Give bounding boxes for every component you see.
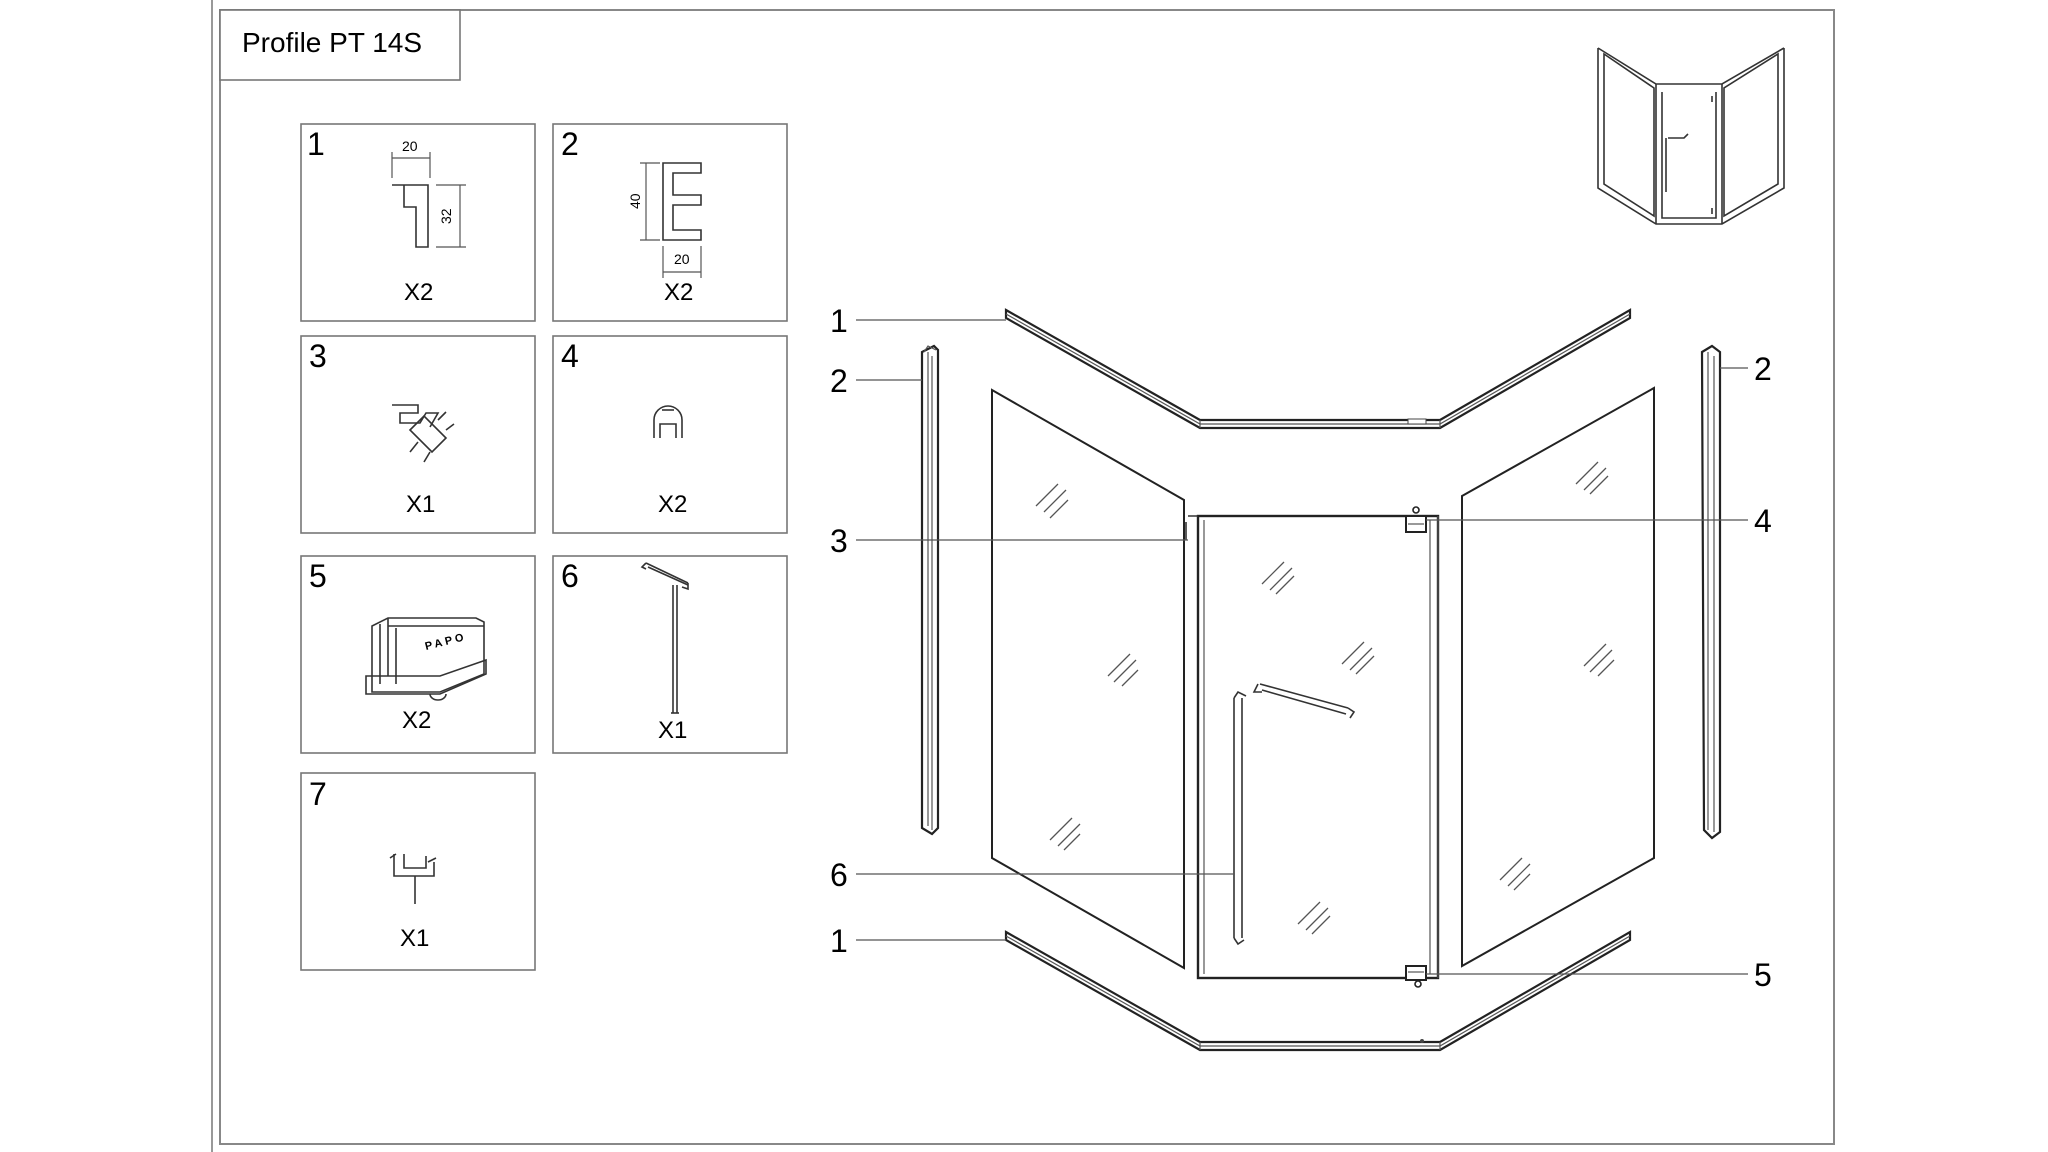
part-3-qty: X1 <box>406 491 435 518</box>
callout-top-profile: 1 <box>830 303 848 339</box>
part-7-number: 7 <box>309 776 327 812</box>
callout-door-handle: 6 <box>830 857 848 893</box>
callout-lines <box>856 319 1748 975</box>
part-7-qty: X1 <box>400 925 429 952</box>
part-5-qty: X2 <box>402 707 431 734</box>
lower-hinge <box>1405 965 1427 988</box>
part-2-card: 2 40 20 X2 <box>552 123 788 322</box>
glass-clamp-icon <box>365 617 487 701</box>
bottom-profile <box>1004 930 1632 1052</box>
shower-enclosure-preview-icon <box>1597 47 1785 225</box>
profile-2-section-icon <box>640 162 702 278</box>
sheet-frame <box>219 9 1835 1145</box>
door-panel <box>1196 514 1440 980</box>
corner-connector-on-door <box>1185 515 1198 540</box>
part-1-qty: X2 <box>404 279 433 306</box>
page-title: Profile PT 14S <box>242 27 422 58</box>
part-1-dim-width: 20 <box>402 138 418 154</box>
seal-profile-icon <box>389 853 437 904</box>
door-handle <box>1233 690 1247 946</box>
part-1-number: 1 <box>307 126 325 162</box>
upper-hinge <box>1405 506 1427 533</box>
callout-left-wall-profile: 2 <box>830 363 848 399</box>
part-2-dim-height: 40 <box>627 193 643 209</box>
part-5-number: 5 <box>309 558 327 594</box>
left-glass-panel <box>991 388 1185 970</box>
left-wall-profile <box>920 344 940 836</box>
callout-corner-connector: 3 <box>830 523 848 559</box>
part-6-number: 6 <box>561 558 579 594</box>
title-box: Profile PT 14S <box>219 9 461 81</box>
part-4-card: 4 X2 <box>552 335 788 534</box>
towel-bar-on-door <box>1252 683 1356 719</box>
profile-1-section-icon <box>391 152 466 248</box>
wall-bracket-icon <box>653 405 683 438</box>
top-profile <box>1004 308 1632 430</box>
callout-lower-hinge: 5 <box>1754 957 1772 993</box>
part-2-dim-width: 20 <box>674 251 690 267</box>
corner-connector-icon <box>392 404 455 463</box>
part-7-card: 7 X1 <box>300 772 536 971</box>
callout-right-wall-profile: 2 <box>1754 351 1772 387</box>
part-6-qty: X1 <box>658 717 687 744</box>
part-2-number: 2 <box>561 126 579 162</box>
part-6-card: 6 X1 <box>552 555 788 754</box>
right-wall-profile <box>1700 344 1722 840</box>
part-1-dim-height: 32 <box>438 208 454 224</box>
part-5-card: 5 PAPO X2 <box>300 555 536 754</box>
part-2-qty: X2 <box>664 279 693 306</box>
callout-bottom-profile: 1 <box>830 923 848 959</box>
towel-bar-icon <box>640 562 689 714</box>
part-1-card: 1 20 32 X2 <box>300 123 536 322</box>
part-3-card: 3 X1 <box>300 335 536 534</box>
part-3-number: 3 <box>309 338 327 374</box>
part-4-qty: X2 <box>658 491 687 518</box>
right-glass-panel <box>1461 386 1655 968</box>
callout-upper-hinge: 4 <box>1754 503 1772 539</box>
part-4-number: 4 <box>561 338 579 374</box>
